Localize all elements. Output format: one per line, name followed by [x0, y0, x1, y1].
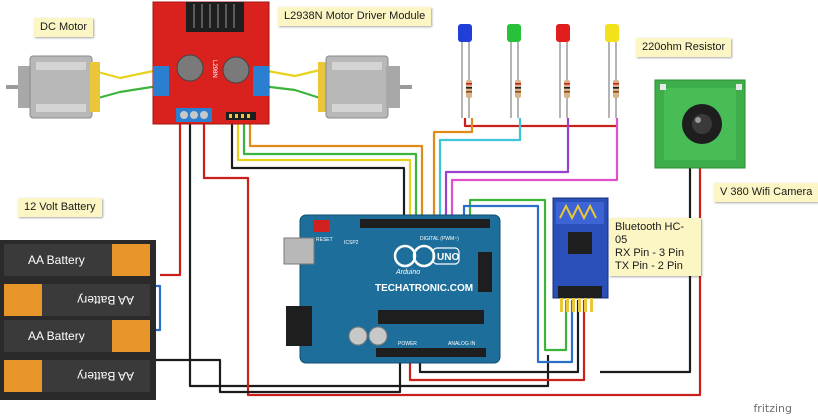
in1-wire [230, 118, 406, 222]
driver-12v-wire [160, 118, 182, 277]
left-dc-motor [6, 55, 100, 119]
right-motor-wire-green [261, 84, 321, 100]
arduino-uno [283, 214, 501, 364]
leds [458, 24, 619, 118]
bt-rx-wire [468, 198, 568, 352]
left-motor-wire-yellow [97, 68, 159, 80]
battery-pack: AA Battery AA Battery AA Battery AA Battery [0, 240, 156, 400]
camera-label: V 380 Wifi Camera [714, 183, 818, 202]
right-dc-motor [318, 55, 412, 119]
wifi-camera [654, 79, 746, 169]
arduino-icsp-label: ICSP2 [344, 240, 359, 246]
bluetooth-label-line1: Bluetooth HC-05 [615, 221, 685, 246]
motor-driver-label: L2938N Motor Driver Module [278, 7, 432, 26]
in2-wire [236, 118, 412, 222]
resistor-blue [466, 80, 472, 98]
bluetooth-module [552, 197, 609, 312]
battery-label: AA Battery [77, 293, 134, 307]
arduino-analog-label: ANALOG IN [448, 341, 476, 347]
battery-label: 12 Volt Battery [18, 198, 102, 217]
led-yellow [605, 24, 619, 118]
bt-vcc-wire [408, 300, 586, 382]
bluetooth-label-line2: RX Pin - 3 Pin [615, 247, 685, 259]
battery-cell: AA Battery [4, 284, 150, 316]
left-motor-wire-green [97, 84, 159, 100]
arduino-reset-label: RESET [316, 237, 333, 243]
battery-label: AA Battery [28, 253, 85, 267]
bt-tx-wire [462, 204, 574, 364]
in3-wire [242, 118, 418, 222]
driver-5v-wire [202, 118, 702, 397]
arduino-uno-label: UNO [437, 252, 459, 263]
motor-driver-board: L298N [152, 1, 270, 125]
battery-cell: AA Battery [4, 320, 150, 352]
battery-cell: AA Battery [4, 360, 150, 392]
battery-cell: AA Battery [4, 244, 150, 276]
right-motor-wire-yellow [261, 68, 321, 78]
led-green [507, 24, 521, 118]
resistor-label: 220ohm Resistor [636, 38, 732, 57]
dc-motor-label: DC Motor [34, 18, 94, 37]
resistor-yellow [613, 80, 619, 98]
fritzing-watermark: fritzing [753, 402, 792, 415]
led-green-wire [438, 118, 522, 222]
resistor-green [515, 80, 521, 98]
battery-neg-wire [152, 357, 402, 394]
arduino-power-label: POWER [398, 341, 417, 347]
led-blue [458, 24, 472, 118]
bt-gnd-wire [418, 300, 580, 374]
wires [97, 68, 702, 397]
arduino-word: Arduino [395, 269, 420, 276]
bluetooth-label: Bluetooth HC-05 RX Pin - 3 Pin TX Pin - … [609, 218, 701, 276]
in4-wire [248, 118, 424, 222]
resistor-red [564, 80, 570, 98]
driver-gnd-wire [188, 118, 550, 388]
bluetooth-label-line3: TX Pin - 2 Pin [615, 260, 683, 272]
led-blue-wire [432, 118, 474, 222]
led-red [556, 24, 570, 118]
battery-label: AA Battery [28, 329, 85, 343]
led-red-wire [444, 118, 570, 222]
led-common-wire [463, 118, 617, 128]
arduino-brand-label: TECHATRONIC.COM [375, 283, 473, 294]
led-yellow-wire [450, 118, 619, 222]
svg-text:L298N: L298N [211, 60, 217, 78]
arduino-digital-label: DIGITAL (PWM~) [420, 236, 459, 242]
battery-label: AA Battery [77, 369, 134, 383]
